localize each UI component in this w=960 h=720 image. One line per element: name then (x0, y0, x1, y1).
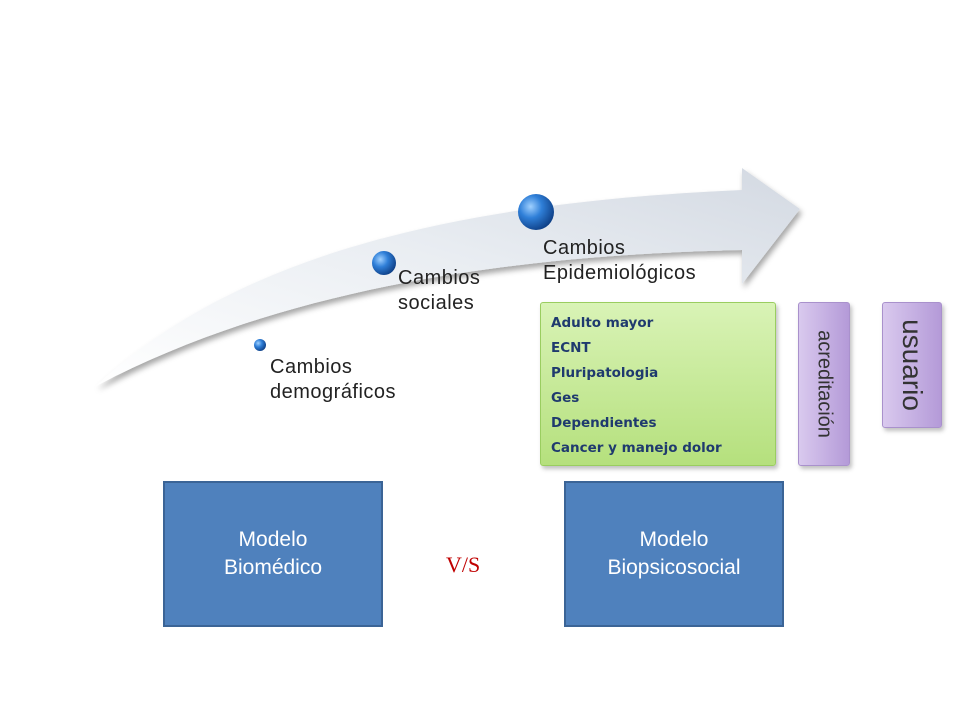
step-label-sociales: Cambios sociales (398, 267, 481, 314)
list-item: Adulto mayor (551, 315, 654, 331)
model-label-biomedico: Modelo Biomédico (223, 528, 323, 579)
milestone-dot-1 (254, 339, 266, 351)
tag-label-usuario: usuario (897, 319, 928, 411)
step-label-demograficos: Cambios demográficos (270, 356, 397, 403)
curved-arrow-shape (96, 168, 800, 386)
tag-label-acreditacion: acreditación (813, 330, 836, 438)
model-box-biomedico: Modelo Biomédico (163, 481, 383, 627)
list-item: Dependientes (551, 415, 657, 431)
model-box-biopsicosocial: Modelo Biopsicosocial (564, 481, 784, 627)
list-box: Adulto mayor ECNT Pluripatologia Ges Dep… (540, 302, 776, 466)
milestone-dot-3 (518, 194, 554, 230)
tag-box-acreditacion: acreditación (798, 302, 850, 466)
tag-box-usuario: usuario (882, 302, 942, 428)
model-label-biopsicosocial: Modelo Biopsicosocial (607, 528, 741, 579)
list-item: ECNT (551, 340, 591, 356)
list-item: Cancer y manejo dolor (551, 440, 722, 456)
versus-label: V/S (446, 552, 481, 577)
milestone-dot-2 (372, 251, 396, 275)
list-item: Ges (551, 390, 580, 406)
step-label-epidemiologicos: Cambios Epidemiológicos (543, 237, 697, 284)
list-item: Pluripatologia (551, 365, 659, 381)
